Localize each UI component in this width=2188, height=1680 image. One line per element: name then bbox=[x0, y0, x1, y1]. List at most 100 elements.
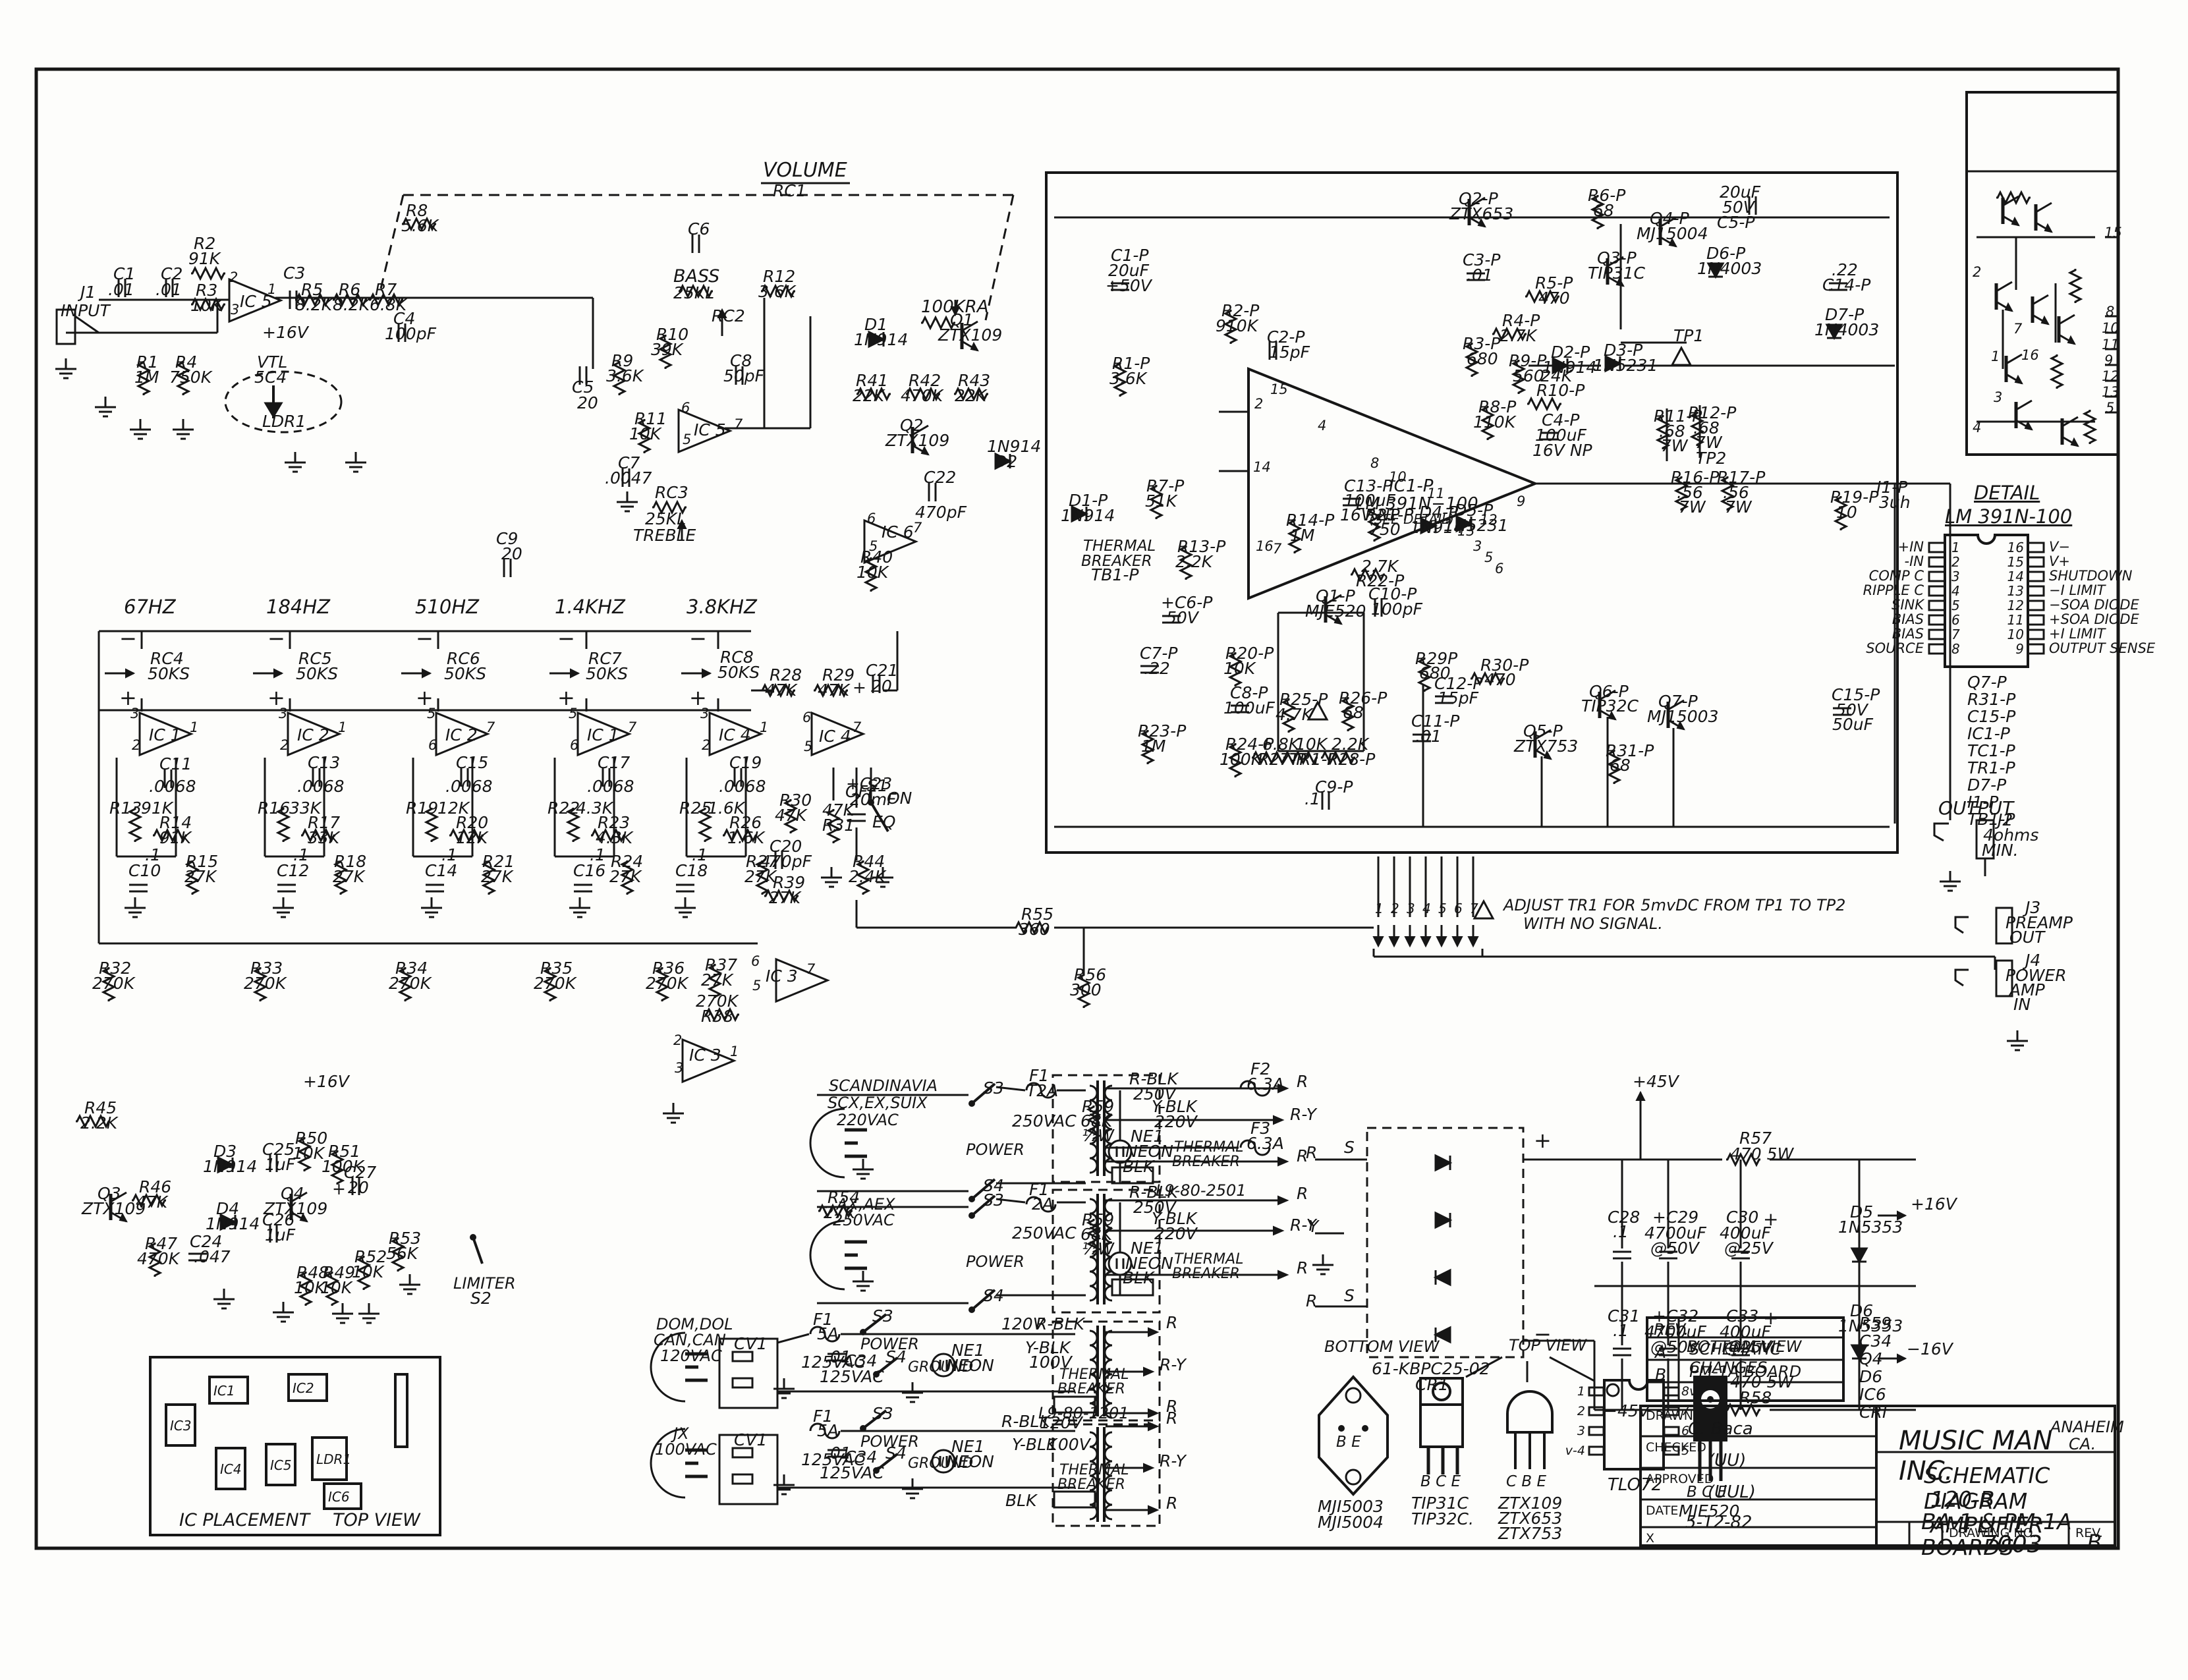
schematic-label: C15-P bbox=[1832, 685, 1880, 704]
schematic-label: 50pF bbox=[723, 366, 765, 385]
schematic-label: 2 bbox=[280, 737, 289, 753]
schematic-label: C34 bbox=[845, 1447, 877, 1467]
schematic-label: 68 bbox=[1343, 703, 1364, 722]
schematic-label: 270K bbox=[534, 974, 578, 993]
connector-pin-number: 3 bbox=[1407, 901, 1415, 916]
schematic-label: POWER bbox=[966, 1140, 1024, 1159]
detail-part: IC1-P bbox=[1967, 724, 2011, 743]
schematic-label: BREAKER bbox=[1057, 1381, 1125, 1397]
schematic-label: C11-P bbox=[1411, 712, 1460, 731]
schematic-label: 6 bbox=[1495, 561, 1503, 576]
schematic-label: 1N5353 bbox=[1838, 1316, 1903, 1335]
schematic-label: C3 bbox=[283, 264, 305, 283]
schematic-label: 1.6K bbox=[708, 798, 746, 818]
schematic-label: +50V bbox=[1106, 276, 1153, 295]
detail-part: Q7-P bbox=[1967, 673, 2007, 692]
schematic-label: J3 bbox=[2022, 898, 2040, 917]
schematic-label: BLK bbox=[1123, 1157, 1156, 1176]
detail-pin-name: V+ bbox=[2049, 553, 2070, 569]
schematic-label: 5 bbox=[869, 538, 878, 554]
schematic-label: 100uF bbox=[1344, 491, 1396, 510]
schematic-label: NE1 bbox=[1131, 1239, 1164, 1258]
connector-pin-number: 2 bbox=[1391, 901, 1399, 916]
pkg-tlo-pin: 6 bbox=[1681, 1424, 1689, 1438]
pkg-tip-pins: B C E bbox=[1420, 1473, 1461, 1490]
schematic-label: CV1 bbox=[734, 1430, 767, 1449]
schematic-label: ½W bbox=[1082, 1126, 1115, 1145]
connector-pin-number: 4 bbox=[1422, 901, 1431, 916]
schematic-label: C12-P bbox=[1434, 674, 1483, 693]
schematic-label: R-BLK bbox=[1129, 1183, 1179, 1202]
schematic-label: C1 bbox=[113, 264, 135, 283]
schematic-label: 50KS bbox=[717, 663, 760, 682]
schematic-label: C16 bbox=[573, 861, 605, 880]
schematic-label: F1 bbox=[813, 1407, 833, 1426]
pkg-tlo-name: TLO72 bbox=[1608, 1475, 1662, 1495]
schematic-label: 10 bbox=[1389, 469, 1407, 485]
schematic-label: R59 bbox=[1082, 1097, 1114, 1116]
schematic-label: 27K bbox=[824, 1203, 857, 1222]
schematic-label: +16V bbox=[303, 1072, 351, 1091]
schematic-label: 100KRA bbox=[921, 297, 989, 317]
schematic-label: ZTX109 bbox=[263, 1199, 327, 1218]
schematic-label: MJ15003 bbox=[1647, 707, 1718, 726]
schematic-label: R30-P bbox=[1480, 656, 1529, 675]
schematic-label: IC 2 bbox=[445, 725, 478, 744]
schematic-label: 2 bbox=[132, 737, 140, 753]
schematic-label: TB1-P bbox=[1091, 565, 1139, 584]
schematic-label: 16V NP bbox=[1340, 505, 1401, 524]
schematic-label: NE1 bbox=[951, 1437, 984, 1456]
schematic-label: 100K bbox=[322, 1157, 366, 1176]
schematic-label: R35 bbox=[540, 959, 573, 978]
schematic-label: 250VAC bbox=[833, 1211, 895, 1229]
company-city: ANAHEIM bbox=[2050, 1418, 2124, 1436]
schematic-label: .047 bbox=[194, 1247, 231, 1266]
schematic-label: 4700uF bbox=[1644, 1223, 1706, 1243]
schematic-label: 12 bbox=[2102, 368, 2119, 384]
schematic-label: 2 bbox=[702, 737, 710, 753]
schematic-label: 470 bbox=[1484, 670, 1516, 689]
schematic-label: 15pF bbox=[1269, 343, 1310, 362]
schematic-label: 100pF bbox=[1371, 600, 1423, 619]
schematic-label: I1-P bbox=[1876, 478, 1908, 497]
schematic-label: 8 bbox=[2106, 304, 2114, 320]
schematic-label: 250VAC bbox=[1012, 1223, 1077, 1243]
side-part-label: IC6 bbox=[1859, 1385, 1886, 1404]
schematic-label: .22 bbox=[1144, 659, 1170, 678]
schematic-label: 50KS bbox=[444, 664, 486, 683]
schematic-label: 1 bbox=[760, 719, 768, 735]
schematic-label: 1N5231 bbox=[1444, 516, 1508, 535]
schematic-label: OUT bbox=[2009, 928, 2046, 947]
schematic-label: +C6-P bbox=[1161, 593, 1213, 612]
schematic-label: ZTX109 bbox=[938, 325, 1002, 345]
schematic-label: R12-P bbox=[1688, 403, 1737, 422]
schematic-label: Y-BLK bbox=[1152, 1209, 1198, 1228]
schematic-label: 20uF bbox=[1108, 261, 1150, 280]
schematic-label: R-BLK bbox=[1001, 1412, 1052, 1431]
rev-row-desc: SCHEMATIC CHANGES bbox=[1689, 1340, 1781, 1377]
schematic-label: IC 4 bbox=[819, 727, 851, 746]
schematic-label: C11 bbox=[159, 754, 192, 773]
schematic-label: 1M bbox=[134, 368, 159, 387]
schematic-label: 47K bbox=[822, 800, 856, 820]
schematic-label: R-BLK bbox=[1129, 1069, 1179, 1088]
schematic-label: 2.7K bbox=[1361, 557, 1400, 576]
schematic-label: THERMAL bbox=[1174, 1139, 1243, 1156]
schematic-label: 20 bbox=[501, 544, 522, 563]
schematic-label: 50V bbox=[1836, 700, 1869, 719]
schematic-label: 100VAC bbox=[655, 1440, 717, 1459]
pkg-tlo-pin: 1 bbox=[1577, 1384, 1585, 1399]
detail-pin-name: V− bbox=[2049, 539, 2070, 555]
schematic-label: R39 bbox=[773, 873, 805, 892]
schematic-label: 8.2K bbox=[295, 295, 334, 314]
schematic-label: R16 bbox=[258, 798, 290, 818]
rev-label: REV. bbox=[2075, 1526, 2103, 1540]
schematic-label: C26 bbox=[262, 1210, 295, 1229]
schematic-label: 39K bbox=[651, 340, 685, 359]
pkg-mji-name: MJI5003 bbox=[1318, 1497, 1384, 1516]
schematic-label: − bbox=[1534, 1322, 1552, 1347]
schematic-label: Q4-P bbox=[1650, 209, 1690, 228]
detail-pin-number: 10 bbox=[2007, 627, 2024, 642]
schematic-label: 7 bbox=[913, 520, 922, 536]
schematic-label: R22 bbox=[547, 798, 580, 818]
